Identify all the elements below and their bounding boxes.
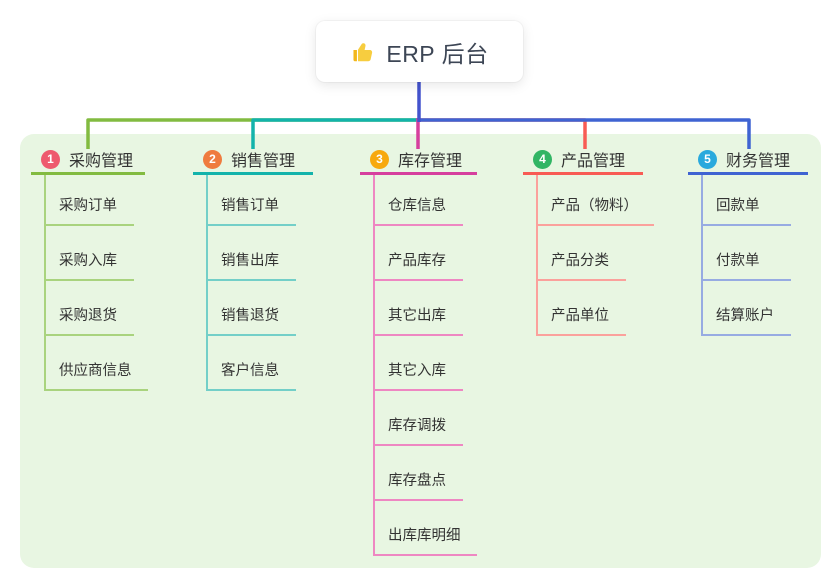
child-node[interactable]: 结算账户: [703, 281, 791, 336]
branch-label: 财务管理: [726, 153, 791, 170]
child-node[interactable]: 产品库存: [375, 226, 463, 281]
branch-number-badge: 3: [370, 149, 389, 169]
branch-sales: 2 销售管理 销售订单 销售出库 销售退货 客户信息: [193, 146, 313, 391]
child-node[interactable]: 回款单: [703, 175, 791, 226]
child-node[interactable]: 出库库明细: [375, 501, 477, 556]
branch-purchase-node[interactable]: 1 采购管理: [31, 146, 145, 175]
child-node[interactable]: 采购入库: [46, 226, 134, 281]
child-node[interactable]: 采购订单: [46, 175, 134, 226]
child-node[interactable]: 其它入库: [375, 336, 463, 391]
branch-finance-node[interactable]: 5 财务管理: [688, 146, 808, 175]
branch-product: 4 产品管理 产品（物料） 产品分类 产品单位: [523, 146, 654, 336]
branch-inventory: 3 库存管理 仓库信息 产品库存 其它出库 其它入库 库存调拨 库存盘点 出库库…: [360, 146, 477, 556]
branch-finance: 5 财务管理 回款单 付款单 结算账户: [688, 146, 808, 336]
child-node[interactable]: 采购退货: [46, 281, 134, 336]
branch-finance-children: 回款单 付款单 结算账户: [701, 175, 808, 336]
child-node[interactable]: 销售出库: [208, 226, 296, 281]
child-node[interactable]: 库存调拨: [375, 391, 463, 446]
branch-inventory-node[interactable]: 3 库存管理: [360, 146, 477, 175]
root-node[interactable]: ERP 后台: [316, 21, 523, 82]
branch-purchase-children: 采购订单 采购入库 采购退货 供应商信息: [44, 175, 148, 391]
child-node[interactable]: 产品分类: [538, 226, 626, 281]
child-node[interactable]: 产品（物料）: [538, 175, 654, 226]
root-title: ERP 后台: [386, 40, 489, 67]
child-node[interactable]: 供应商信息: [46, 336, 148, 391]
branch-number-badge: 5: [698, 149, 717, 169]
branch-purchase: 1 采购管理 采购订单 采购入库 采购退货 供应商信息: [31, 146, 148, 391]
child-node[interactable]: 销售订单: [208, 175, 296, 226]
child-node[interactable]: 客户信息: [208, 336, 296, 391]
branch-number-badge: 2: [203, 149, 222, 169]
branch-sales-node[interactable]: 2 销售管理: [193, 146, 313, 175]
child-node[interactable]: 产品单位: [538, 281, 626, 336]
child-node[interactable]: 仓库信息: [375, 175, 463, 226]
child-node[interactable]: 其它出库: [375, 281, 463, 336]
branch-inventory-children: 仓库信息 产品库存 其它出库 其它入库 库存调拨 库存盘点 出库库明细: [373, 175, 477, 556]
branch-product-node[interactable]: 4 产品管理: [523, 146, 643, 175]
branch-sales-children: 销售订单 销售出库 销售退货 客户信息: [206, 175, 313, 391]
branch-number-badge: 1: [41, 149, 60, 169]
branch-product-children: 产品（物料） 产品分类 产品单位: [536, 175, 654, 336]
child-node[interactable]: 付款单: [703, 226, 791, 281]
branch-label: 产品管理: [561, 153, 626, 170]
child-node[interactable]: 库存盘点: [375, 446, 463, 501]
branch-label: 库存管理: [398, 153, 463, 170]
branch-label: 销售管理: [231, 153, 296, 170]
child-node[interactable]: 销售退货: [208, 281, 296, 336]
branch-label: 采购管理: [69, 153, 134, 170]
thumbs-up-icon: [353, 42, 373, 61]
branches-background-panel: [20, 134, 821, 568]
branch-number-badge: 4: [533, 149, 552, 169]
